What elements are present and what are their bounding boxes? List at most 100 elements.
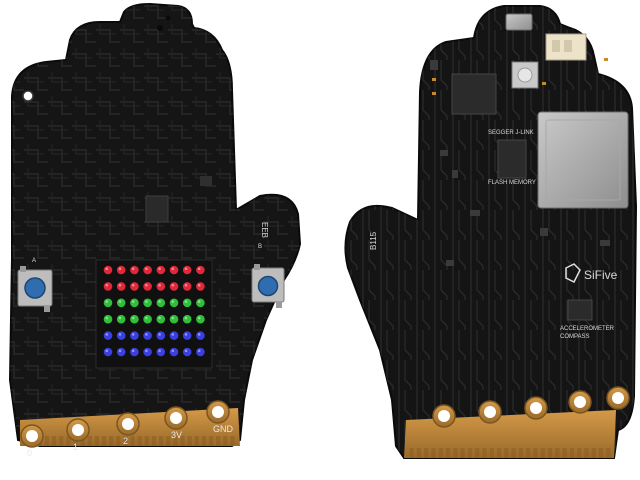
button-a[interactable] [17,266,53,312]
edge-finger [194,436,199,446]
pad-hole [170,412,182,424]
led-highlight [145,333,148,336]
led-pixel [130,265,139,275]
edge-finger [44,436,50,446]
led-highlight [118,316,122,320]
accel-label-line2: COMPASS [560,334,590,340]
led-pixel [156,298,166,308]
reset-button[interactable] [511,61,539,89]
led-highlight [197,267,201,271]
edge-finger [201,436,207,446]
led-pixel [143,265,152,275]
led-pixel [130,331,139,340]
led-highlight [145,316,148,320]
led-highlight [171,283,175,287]
led-pixel [156,314,166,324]
button-a-label: A [32,258,36,264]
small-components [430,60,610,266]
edge-finger [173,436,178,446]
led-pixel [196,282,205,291]
pad-hole [72,424,84,436]
sifive-logo [565,263,581,284]
led-pixel [182,265,192,275]
pad-label: 3V [171,430,182,440]
edge-finger [591,448,596,458]
button-b[interactable] [251,264,285,308]
led-highlight [131,300,135,303]
led-pixel [196,298,205,308]
led-pixel [156,347,166,357]
led-pixel [182,314,192,324]
edge-finger [526,448,531,458]
led-highlight [145,283,148,287]
led-pixel [103,282,113,291]
edge-finger [569,448,575,458]
led-pixel [116,314,126,324]
edge-finger [438,448,443,458]
edge-finger [431,448,436,458]
led-highlight [197,316,201,320]
led-pixel [103,347,113,357]
led-pixel [116,331,126,340]
led-pixel [169,314,179,324]
led-highlight [131,267,135,271]
led-pixel [143,331,152,340]
edge-finger [116,436,121,446]
led-pixel [103,265,113,275]
edge-finger [496,448,502,458]
led-highlight [171,349,175,353]
usb-connector [505,13,533,31]
edge-finger [511,448,516,458]
amber-leds [432,58,608,95]
led-highlight [105,283,109,287]
led-pixel [169,282,179,291]
edge-finger [518,448,524,458]
led-highlight [105,333,109,336]
led-highlight [171,300,175,303]
edge-finger [166,436,171,446]
led-pixel [196,331,205,340]
led-highlight [184,283,188,287]
back-pad-hole [484,406,496,418]
edge-finger [555,448,560,458]
led-highlight [158,300,161,303]
led-pixel [196,314,205,324]
edge-finger [180,436,185,446]
back-pad-hole [438,410,450,422]
button-b-label: B [258,244,262,250]
edge-finger [87,436,92,446]
edge-finger [80,436,85,446]
led-pixel [103,298,113,308]
led-pixel [130,347,139,357]
led-pixel [143,282,152,291]
edge-finger [467,448,473,458]
pad-hole [212,406,224,418]
silk-mark: EEB [260,222,269,238]
led-matrix [95,259,213,369]
led-highlight [105,349,109,353]
led-pixel [130,298,139,308]
led-highlight [145,300,148,303]
edge-finger [547,448,553,458]
led-highlight [145,349,148,353]
pad-label: GND [213,424,234,434]
led-grid [103,265,205,357]
led-pixel [182,331,192,340]
pad-label: 0 [27,448,32,458]
led-pixel [169,265,179,275]
edge-finger [598,448,604,458]
edge-finger [59,436,64,446]
led-highlight [105,267,109,271]
led-highlight [197,349,201,353]
led-highlight [171,333,175,336]
edge-finger [137,436,142,446]
led-highlight [118,267,122,271]
led-highlight [184,316,188,320]
back-board: SEGGER J-LINK FLASH MEMORY SiFive ACCELE… [344,5,638,459]
led-highlight [158,349,161,353]
edge-finger [187,436,192,446]
led-pixel [116,265,126,275]
pad-hole [26,430,38,442]
